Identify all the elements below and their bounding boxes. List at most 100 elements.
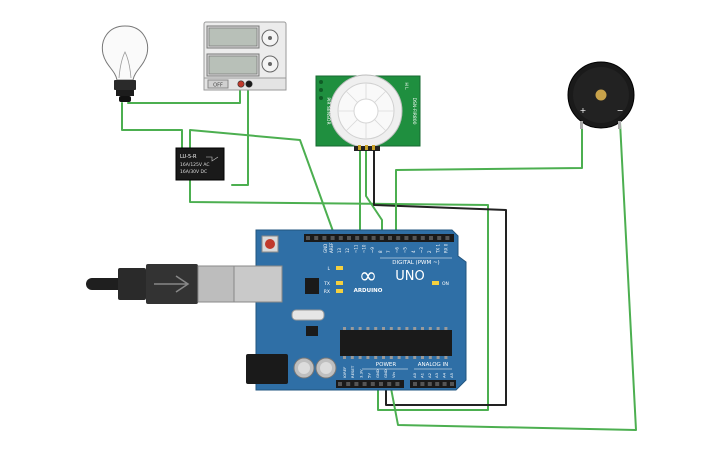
header-pin[interactable] [420, 382, 425, 386]
power-switch[interactable] [207, 79, 229, 89]
wire-pir-gnd[interactable] [373, 147, 507, 406]
header-pin[interactable] [396, 236, 401, 240]
wire-pir-vcc[interactable] [365, 147, 383, 235]
ic-pin [374, 356, 378, 359]
header-pin[interactable] [395, 382, 400, 386]
led-l-label: L [327, 266, 330, 272]
digital-pin-label: ~11 [353, 244, 358, 253]
header-pin[interactable] [435, 382, 440, 386]
led-tx-label: TX [323, 281, 330, 287]
terminal-negative[interactable] [245, 80, 253, 88]
header-pin[interactable] [420, 236, 425, 240]
ic-pin [428, 356, 432, 359]
piezo-buzzer[interactable]: + − [567, 61, 635, 129]
analog-pin-label: A3 [434, 372, 439, 378]
ic-pin [389, 356, 393, 359]
ic-pin [358, 356, 362, 359]
header-pin[interactable] [338, 236, 343, 240]
header-pin[interactable] [450, 382, 454, 386]
header-pin[interactable] [404, 236, 409, 240]
usb-port[interactable] [233, 265, 283, 303]
digital-pin-label: 12 [345, 247, 350, 253]
pir-label-right: DSN-FIR800 [411, 98, 417, 125]
ic-pin [382, 327, 385, 330]
led-rx-label: RX [324, 289, 330, 295]
header-pin[interactable] [306, 236, 310, 240]
power-jack[interactable] [246, 354, 288, 384]
ic-pin [374, 327, 378, 330]
analog-header [410, 380, 456, 388]
power-supply[interactable]: OFF [203, 21, 287, 91]
header-pin[interactable] [387, 382, 392, 386]
ic-pin [436, 356, 440, 359]
power-pin-label: RESET [350, 365, 355, 378]
usb-chip [305, 278, 319, 294]
wire-buzzer-plus[interactable] [395, 121, 583, 235]
relay-rating-dc: 16A/30V DC [180, 169, 207, 175]
header-pin[interactable] [370, 382, 375, 386]
ic-pin [436, 327, 440, 330]
digital-pin-label: ~6 [394, 247, 399, 253]
analog-pin-label: A4 [442, 372, 447, 378]
power-header-label: POWER [376, 362, 397, 368]
header-pin[interactable] [371, 236, 376, 240]
wire-buzzer-minus[interactable] [389, 121, 637, 431]
ic-pin [350, 356, 354, 359]
wire-relay-gnd[interactable] [189, 179, 489, 411]
header-pin[interactable] [346, 382, 351, 386]
usb-cable[interactable] [86, 264, 237, 304]
header-pin[interactable] [363, 236, 368, 240]
wires [121, 87, 637, 431]
ic-pin [366, 356, 370, 359]
header-pin[interactable] [437, 236, 442, 240]
board-model-label: UNO [395, 269, 424, 284]
digital-pin-label: ~5 [403, 247, 408, 253]
aref-label: AREF [329, 242, 334, 253]
header-pin[interactable] [445, 236, 450, 240]
power-header [336, 380, 404, 388]
digital-header-label: DIGITAL (PWM ~) [392, 260, 439, 266]
wire-relay-signal[interactable] [189, 129, 335, 235]
digital-pin-label: ~10 [362, 244, 367, 253]
analog-header-label: ANALOG IN [418, 362, 449, 368]
header-pin[interactable] [355, 236, 360, 240]
analog-pin-label: A1 [419, 372, 424, 378]
atmega-chip [340, 330, 452, 356]
terminal-positive[interactable] [237, 80, 245, 88]
header-pin[interactable] [379, 236, 384, 240]
header-pin[interactable] [379, 382, 383, 386]
header-pin[interactable] [429, 236, 433, 240]
ic-pin [444, 327, 448, 330]
relay[interactable]: LU-5-R 16A/125V AC 16A/30V DC [175, 147, 225, 181]
reset-button[interactable] [265, 239, 275, 249]
power-pin-label: Vin [391, 371, 396, 378]
header-pin[interactable] [314, 236, 319, 240]
wire-supply-relay[interactable] [231, 87, 249, 186]
header-pin[interactable] [338, 382, 342, 386]
power-switch-label: OFF [213, 83, 223, 89]
buzzer-minus-label: − [617, 106, 624, 115]
buzzer-plus-label: + [580, 106, 587, 115]
ic-pin [397, 327, 401, 330]
header-pin[interactable] [442, 382, 447, 386]
ic-pin [405, 327, 409, 330]
pir-mode-marks: H L [403, 82, 409, 90]
header-pin[interactable] [322, 236, 327, 240]
wire-bulb-relay[interactable] [121, 102, 183, 153]
ic-pin [421, 356, 424, 359]
header-pin[interactable] [427, 382, 432, 386]
digital-pin-label: 2 [427, 250, 432, 253]
header-pin[interactable] [354, 382, 359, 386]
wire-bulb-supply[interactable] [127, 87, 241, 104]
header-pin[interactable] [362, 382, 367, 386]
header-pin[interactable] [413, 382, 417, 386]
header-pin[interactable] [388, 236, 392, 240]
pir-sensor[interactable]: PIR SENSOR DSN-FIR800 H L [315, 74, 421, 151]
header-pin[interactable] [347, 236, 351, 240]
header-pin[interactable] [330, 236, 335, 240]
relay-rating-ac: 16A/125V AC [180, 162, 210, 168]
light-bulb[interactable] [101, 25, 149, 102]
header-pin[interactable] [412, 236, 417, 240]
